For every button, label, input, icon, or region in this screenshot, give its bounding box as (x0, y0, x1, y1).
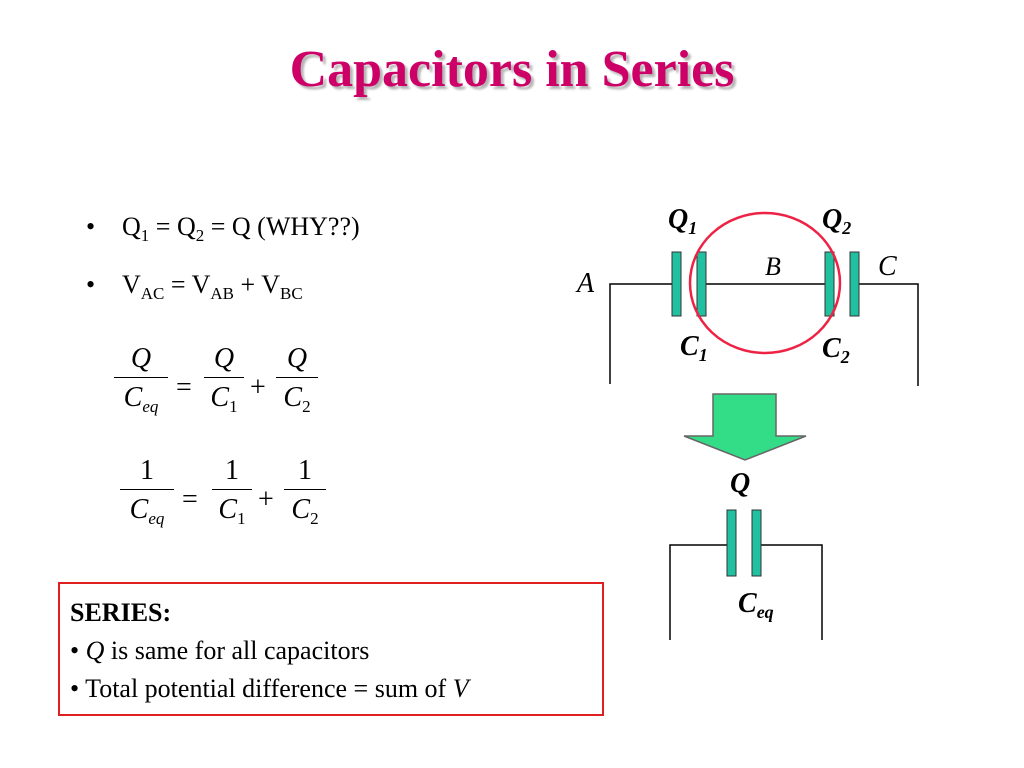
wire-eq-right (755, 544, 823, 640)
bullet-dot: • (86, 270, 96, 299)
capacitor-c1-plates (671, 251, 707, 317)
fraction-bar (120, 489, 174, 490)
numerator: 1 (298, 455, 312, 486)
vac-subscript: AC (140, 284, 165, 303)
bottom-circuit-wires (669, 544, 823, 640)
summary-line-voltage: • Total potential difference = sum of V (70, 674, 469, 703)
eq-q-why: = Q (WHY??) (204, 212, 360, 241)
node-b-label: B (765, 252, 781, 281)
fraction-q-c1: Q C1 (204, 343, 244, 417)
node-a-label: A (575, 268, 595, 299)
fraction-1-c1: 1 C1 (212, 455, 252, 529)
plus-sign: + (258, 484, 274, 515)
equals-sign: = (182, 484, 198, 515)
ceq-plate-left (726, 509, 737, 577)
bullet-voltage-sum: • VAC = VAB + VBC (86, 270, 360, 304)
equals-sign: = (176, 372, 192, 403)
ceq-plate-right (751, 509, 762, 577)
denominator: Ceq (129, 494, 165, 528)
wire-left (609, 283, 680, 384)
numerator: Q (213, 343, 235, 374)
c1-plate-right (696, 251, 707, 317)
vab-subscript: AB (210, 284, 235, 303)
numerator: 1 (225, 455, 239, 486)
plus-vbc: + V (234, 270, 280, 299)
eq-q2: = Q (149, 212, 196, 241)
top-circuit-wires (609, 283, 919, 386)
node-c-label: C (878, 251, 897, 282)
c2-plate-left (824, 251, 835, 317)
eq-vab: = V (164, 270, 211, 299)
fraction-q-ceq: Q Ceq (114, 343, 168, 417)
series-summary-box: SERIES: • Q is same for all capacitors •… (58, 582, 604, 716)
wire-eq-left (669, 544, 735, 640)
q-label: Q (730, 468, 750, 499)
bullet-charge-equality: • Q1 = Q2 = Q (WHY??) (86, 212, 360, 246)
c1-plate-left (671, 251, 682, 317)
charge-highlight-circle (688, 211, 842, 355)
c2-plate-right (849, 251, 860, 317)
capacitor-ceq-plates (726, 509, 762, 577)
vbc-subscript: BC (280, 284, 303, 303)
c1-label: C1 (680, 331, 708, 365)
ceq-label: Ceq (738, 588, 774, 622)
fraction-bar (204, 377, 244, 378)
denominator: C2 (283, 382, 311, 416)
summary-line-charge: • Q is same for all capacitors (70, 636, 370, 665)
fraction-q-c2: Q C2 (276, 343, 318, 417)
fraction-bar (284, 489, 326, 490)
fraction-bar (212, 489, 252, 490)
denominator: C2 (291, 494, 319, 528)
fraction-bar (114, 377, 168, 378)
numerator: Q (130, 343, 152, 374)
q2-label: Q2 (822, 204, 851, 238)
down-arrow-icon (683, 393, 807, 461)
slide-title: Capacitors in Series (289, 41, 735, 98)
capacitor-c2-plates (824, 251, 860, 317)
v-symbol: V (122, 270, 141, 299)
denominator: Ceq (123, 382, 159, 416)
wire-right (850, 283, 919, 386)
numerator: 1 (140, 455, 154, 486)
bullet-dot: • (86, 212, 96, 241)
numerator: Q (286, 343, 308, 374)
c2-label: C2 (822, 333, 850, 367)
q1-label: Q1 (668, 204, 697, 238)
fraction-bar (276, 377, 318, 378)
denominator: C1 (218, 494, 246, 528)
q1-symbol: Q (122, 212, 141, 241)
fraction-1-c2: 1 C2 (284, 455, 326, 529)
fraction-1-ceq: 1 Ceq (120, 455, 174, 529)
bullet-list: • Q1 = Q2 = Q (WHY??) • VAC = VAB + VBC (86, 212, 360, 328)
denominator: C1 (210, 382, 238, 416)
plus-sign: + (250, 372, 266, 403)
summary-heading: SERIES: (70, 598, 172, 627)
q1-subscript: 1 (140, 226, 150, 245)
q2-subscript: 2 (195, 226, 205, 245)
